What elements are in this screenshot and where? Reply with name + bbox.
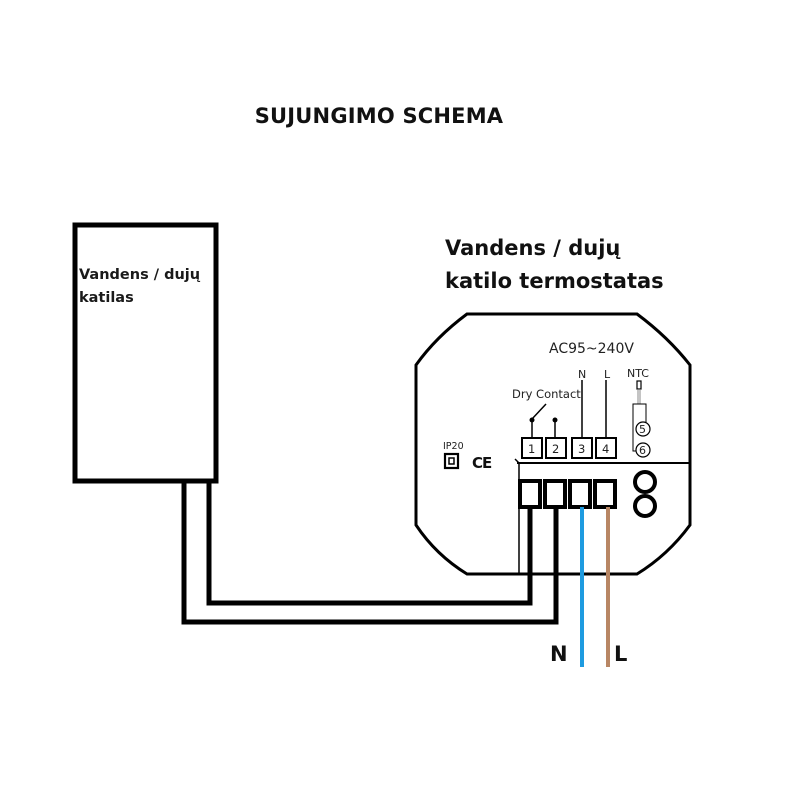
ntc-pin-5 (635, 421, 651, 437)
terminal-label-boxes: 1 2 3 4 (521, 437, 617, 459)
control-wire-outer (181, 481, 559, 625)
ntc-pin-6 (635, 442, 651, 458)
neutral-label: N (550, 642, 568, 666)
double-insulation-icon-outer (443, 452, 460, 470)
terminal-number-1: 1 (528, 442, 535, 456)
ce-mark: CE (472, 454, 492, 472)
screw-terminal-3 (568, 479, 592, 509)
voltage-label: AC95~240V (549, 341, 634, 357)
double-insulation-icon-inner (448, 457, 455, 465)
live-label: L (614, 642, 627, 666)
terminal-box-3 (571, 437, 593, 459)
ip20-label: IP20 (443, 441, 464, 452)
diagram-title-text: SUJUNGIMO SCHEMA (254, 104, 504, 128)
ntc-label: NTC (627, 367, 649, 380)
thermostat-body (414, 312, 692, 576)
screw-terminal-1 (518, 479, 542, 509)
boiler-label-line2: katilas (79, 290, 134, 306)
diagram-title: SUJUNGIMO SCHEMA (0, 104, 800, 128)
dry-contact-label: Dry Contact (512, 387, 581, 401)
control-wire-inner (206, 481, 533, 606)
boiler-box (72, 222, 219, 484)
terminal-number-4: 4 (602, 442, 609, 456)
ntc-pin-6-label: 6 (639, 444, 646, 457)
n-top-label: N (578, 368, 586, 381)
terminal-box-1 (521, 437, 543, 459)
terminal-number-3: 3 (578, 442, 585, 456)
l-top-label: L (604, 368, 611, 381)
sensor-terminal-5 (633, 470, 657, 494)
screw-terminal-4 (593, 479, 617, 509)
terminal-box-2 (545, 437, 567, 459)
ntc-wire-loop (632, 403, 647, 452)
thermostat-label-line1: Vandens / dujų (445, 236, 621, 260)
thermostat-label: Vandens / dujų katilo termostatas (445, 232, 664, 298)
screw-terminal-2 (543, 479, 567, 509)
dry-contact-switch (531, 403, 547, 420)
ntc-probe-head (636, 380, 642, 390)
screw-terminals (518, 479, 617, 509)
thermostat-label-line2: katilo termostatas (445, 269, 664, 293)
boiler-label: Vandens / dujų katilas (79, 264, 200, 310)
terminal-box-4 (595, 437, 617, 459)
ntc-pin-5-label: 5 (639, 423, 646, 436)
terminal-number-2: 2 (552, 442, 559, 456)
sensor-terminal-6 (633, 494, 657, 518)
terminal-tick (514, 458, 520, 464)
boiler-label-line1: Vandens / dujų (79, 267, 201, 283)
